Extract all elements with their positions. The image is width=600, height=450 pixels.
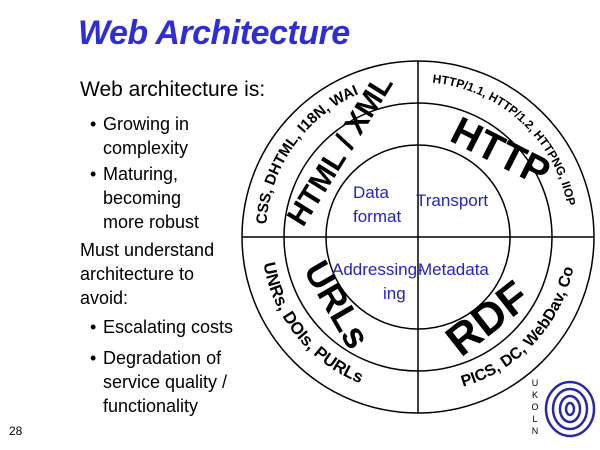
- bullet-costs: • Escalating costs: [90, 315, 234, 339]
- bullet-dot: •: [90, 114, 97, 134]
- bullet-growing-line2: complexity: [103, 138, 189, 158]
- bullet-dot: •: [90, 164, 97, 184]
- bullet-growing-line1: Growing in: [103, 114, 190, 134]
- must-line3: avoid:: [80, 288, 129, 308]
- intro-text: Web architecture is:: [80, 78, 266, 101]
- logo-letter-n: N: [532, 426, 539, 436]
- bullet-growing: • Growing in complexity: [90, 112, 190, 160]
- bullet-dot: •: [90, 348, 97, 368]
- slide-title: Web Architecture: [78, 14, 350, 52]
- logo-swirl-icon: [544, 380, 596, 438]
- label-addressing-1: Addressing-: [332, 260, 423, 279]
- logo-letter-u: U: [532, 378, 539, 388]
- label-format: format: [353, 207, 401, 226]
- logo-letter-k: K: [532, 390, 538, 400]
- logo-letter-o: O: [531, 402, 538, 412]
- bullet-degradation: • Degradation of service quality / funct…: [90, 346, 228, 418]
- bullet-dot: •: [90, 317, 97, 337]
- bullet-degradation-line2: service quality /: [103, 372, 228, 392]
- label-metadata: Metadata: [418, 260, 489, 279]
- bullet-maturing-line3: more robust: [103, 212, 200, 232]
- must-line1: Must understand: [80, 240, 215, 260]
- bullet-degradation-line1: Degradation of: [103, 348, 222, 368]
- label-data: Data: [353, 183, 389, 202]
- must-line2: architecture to: [80, 264, 195, 284]
- must-understand-text: Must understand architecture to avoid:: [80, 238, 214, 310]
- bullet-maturing-line1: Maturing,: [103, 164, 179, 184]
- label-http: HTTP: [444, 109, 557, 196]
- label-transport: Transport: [416, 191, 488, 210]
- logo-letter-l: L: [532, 414, 537, 424]
- bullet-maturing-line2: becoming: [103, 188, 182, 208]
- bullet-degradation-line3: functionality: [103, 396, 199, 416]
- bullet-maturing: • Maturing, becoming more robust: [90, 162, 200, 234]
- slide-number: 28: [9, 424, 23, 438]
- ukoln-logo: U K O L N: [531, 378, 596, 438]
- label-addressing-2: ing: [383, 284, 406, 303]
- bullet-costs-label: Escalating costs: [103, 317, 234, 337]
